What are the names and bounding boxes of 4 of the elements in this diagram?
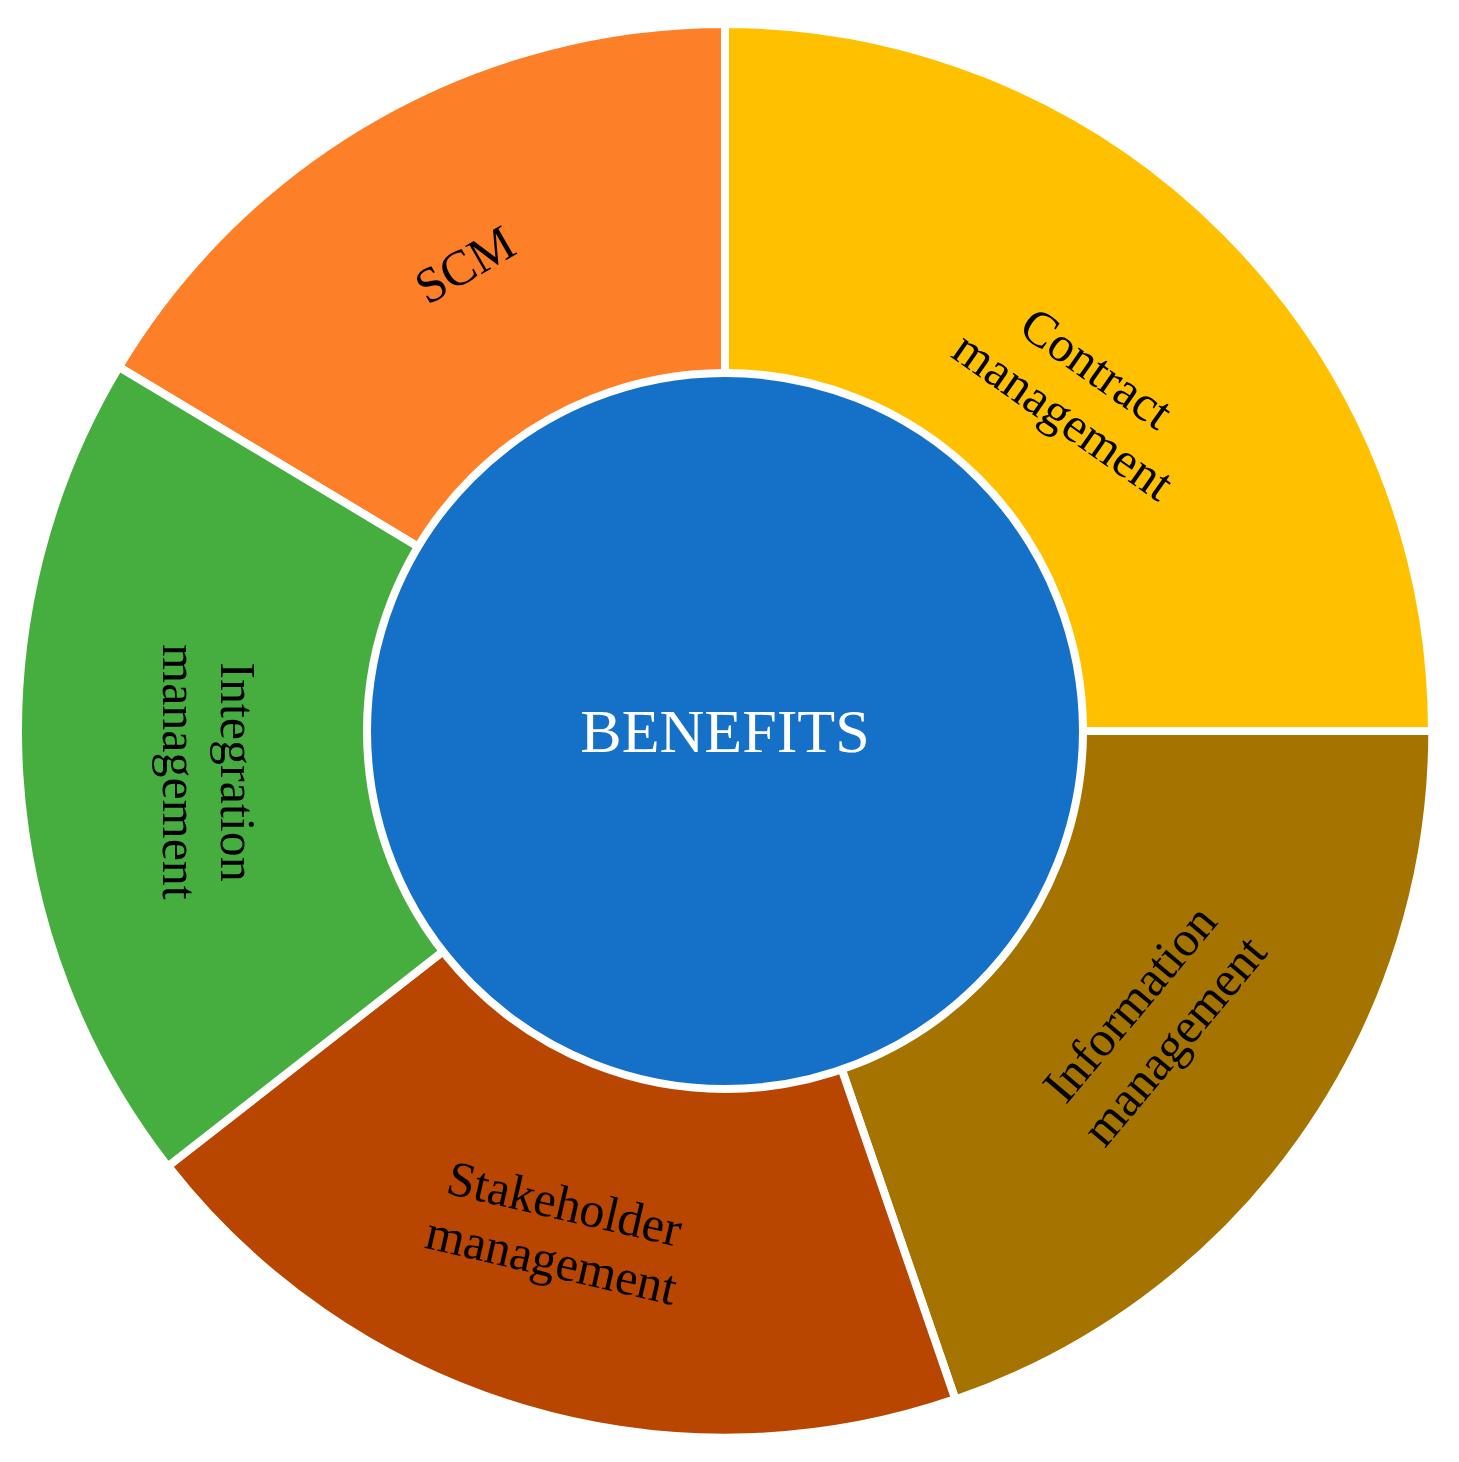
segment-label: SCM bbox=[403, 212, 526, 317]
segment-label: Integration management bbox=[151, 643, 266, 902]
center-label: BENEFITS bbox=[580, 695, 870, 767]
segment-label: Stakeholder management bbox=[419, 1148, 689, 1318]
